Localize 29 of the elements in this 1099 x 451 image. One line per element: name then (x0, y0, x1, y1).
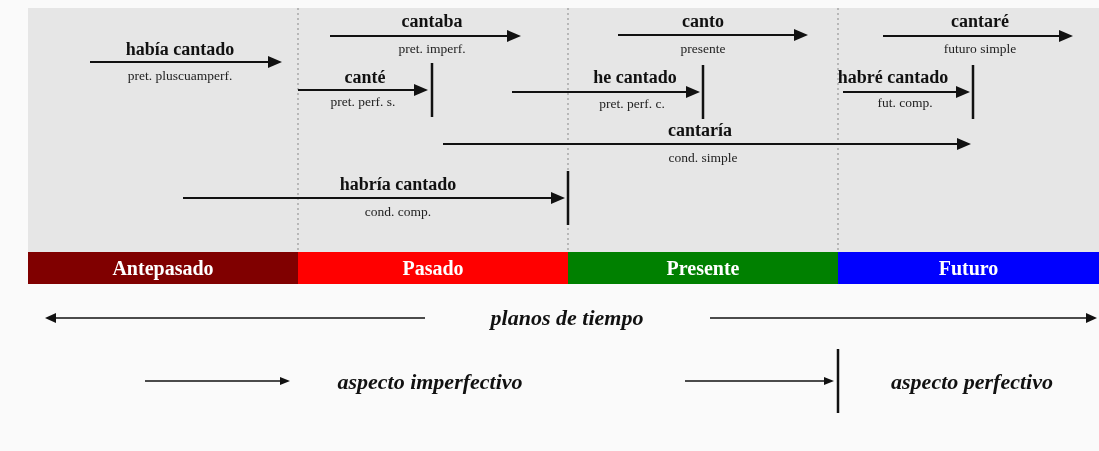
axis-label: planos de tiempo (490, 305, 644, 331)
tense-description: pret. imperf. (398, 41, 466, 57)
time-band (298, 252, 568, 284)
time-band (28, 252, 298, 284)
tense-name: canté (344, 68, 386, 88)
tense-name: había cantado (125, 40, 235, 60)
tense-description: pret. perf. c. (599, 96, 665, 112)
time-band (568, 252, 838, 284)
tense-name: habría cantado (339, 175, 457, 195)
tense-name: canto (682, 12, 724, 32)
time-band (838, 252, 1099, 284)
axis-label: aspecto imperfectivo (337, 369, 523, 395)
axis-label: aspecto perfectivo (891, 369, 1053, 395)
band-label: Antepasado (112, 256, 214, 280)
tense-description: presente (680, 41, 726, 57)
tense-name: cantaría (668, 121, 732, 141)
tense-name: cantaré (951, 12, 1009, 32)
band-label: Futuro (938, 256, 999, 280)
tense-description: pret. perf. s. (330, 94, 396, 110)
band-label: Presente (666, 256, 740, 280)
tense-description: futuro simple (943, 41, 1017, 57)
tense-name: cantaba (401, 12, 463, 32)
tense-description: fut. comp. (877, 95, 933, 111)
tense-name: habré cantado (837, 68, 949, 88)
tense-description: cond. simple (668, 150, 738, 166)
band-label: Pasado (402, 256, 464, 280)
tense-description: pret. pluscuamperf. (127, 68, 233, 84)
tense-description: cond. comp. (364, 204, 432, 220)
tense-name: he cantado (593, 68, 677, 88)
